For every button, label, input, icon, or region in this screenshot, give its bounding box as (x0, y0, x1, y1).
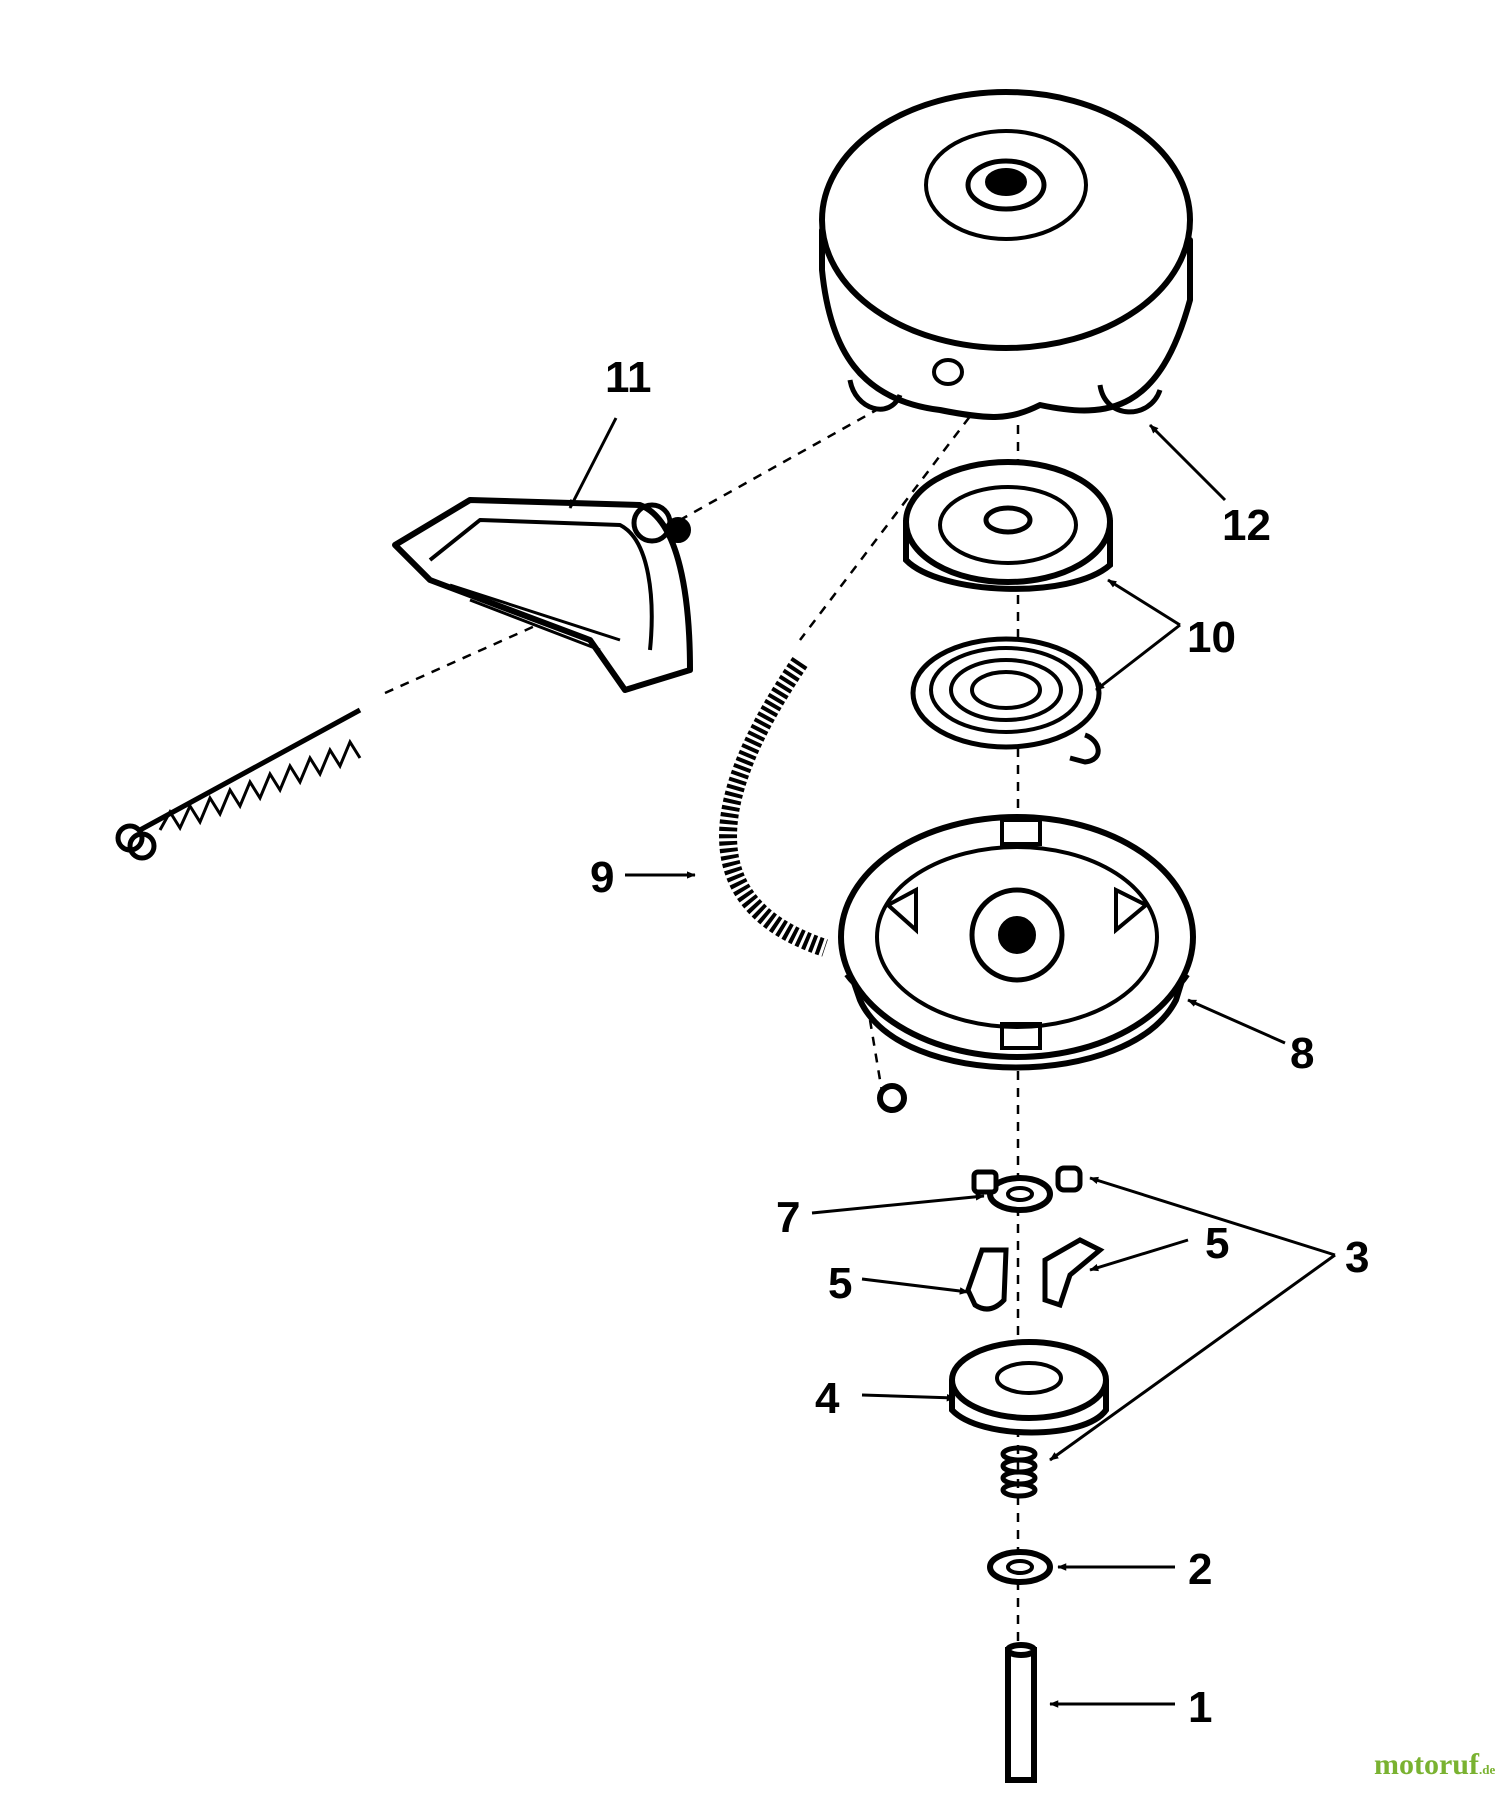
part-1-pin (1005, 1642, 1037, 1783)
callout-9: 9 (590, 853, 614, 902)
part-3-brake-spring (1000, 1445, 1038, 1499)
watermark-logo: motoruf.de (1374, 1748, 1495, 1782)
callout-11: 11 (605, 353, 652, 402)
callout-1: 1 (1188, 1683, 1212, 1732)
callout-8: 8 (1290, 1029, 1314, 1078)
watermark-name: motoruf (1374, 1748, 1479, 1781)
part-5-pawls (965, 1237, 1105, 1312)
part-2-washer (987, 1549, 1053, 1585)
part-9-starter-rope (719, 656, 828, 957)
callout-4: 4 (815, 1374, 840, 1423)
callout-12: 12 (1222, 501, 1271, 550)
handle-insert-bolt (115, 707, 362, 861)
watermark-tld: .de (1478, 1762, 1496, 1777)
part-3-small-springs (971, 1165, 1083, 1195)
part-11-starter-handle (392, 497, 693, 693)
callout-labels: 1 2 3 4 5 5 7 8 9 10 11 12 (590, 353, 1369, 1732)
callout-7: 7 (776, 1193, 800, 1242)
callout-leaders (568, 417, 1336, 1708)
callout-2: 2 (1188, 1545, 1212, 1594)
part-10-recoil-spring (910, 636, 1102, 765)
callout-3: 3 (1345, 1233, 1369, 1282)
part-7-washer (987, 1175, 1053, 1213)
part-12-starter-housing (819, 89, 1193, 420)
callout-10: 10 (1187, 613, 1236, 662)
callout-5-right: 5 (1205, 1219, 1229, 1268)
part-4-ratchet-retainer (949, 1339, 1109, 1436)
part-8-starter-pulley (838, 814, 1196, 1113)
part-10-spring-holder (903, 459, 1113, 592)
callout-5-left: 5 (828, 1259, 852, 1308)
